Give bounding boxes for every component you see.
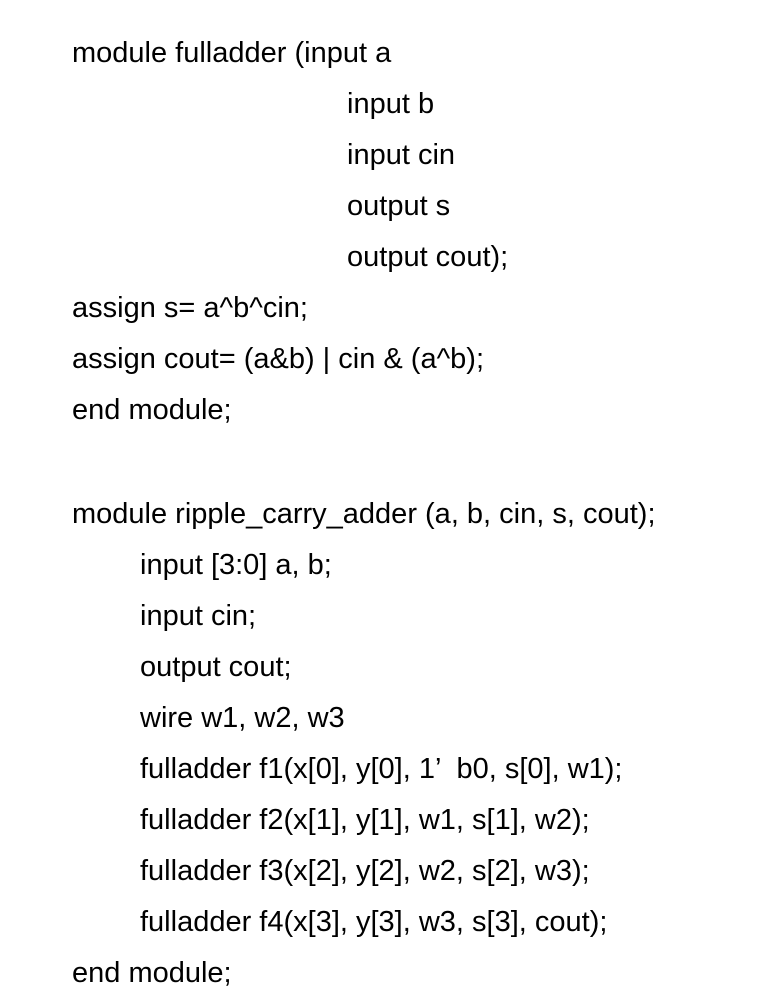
fulladder-port-line: output s	[347, 190, 451, 222]
ripple-body-line: fulladder f4(x[3], y[3], w3, s[3], cout)…	[140, 906, 608, 938]
ripple-body-line: output cout;	[140, 651, 292, 683]
ripple-body-line: input [3:0] a, b;	[140, 549, 332, 581]
fulladder-port-line: output cout);	[347, 241, 509, 273]
fulladder-module-header: module fulladder (input a	[72, 37, 392, 69]
ripple-body-line: fulladder f2(x[1], y[1], w1, s[1], w2);	[140, 804, 590, 836]
ripple-module-header: module ripple_carry_adder (a, b, cin, s,…	[72, 498, 656, 530]
assign-s-line: assign s= a^b^cin;	[72, 292, 308, 324]
ripple-end-line: end module;	[72, 957, 232, 989]
fulladder-port-line: input b	[347, 88, 435, 120]
ripple-body-line: fulladder f1(x[0], y[0], 1’ b0, s[0], w1…	[140, 753, 623, 785]
assign-cout-line: assign cout= (a&b) | cin & (a^b);	[72, 343, 485, 375]
ripple-body-line: wire w1, w2, w3	[140, 702, 345, 734]
fulladder-end-line: end module;	[72, 394, 232, 426]
fulladder-port-line: input cin	[347, 139, 456, 171]
ripple-body-line: input cin;	[140, 600, 257, 632]
ripple-body-line: fulladder f3(x[2], y[2], w2, s[2], w3);	[140, 855, 590, 887]
